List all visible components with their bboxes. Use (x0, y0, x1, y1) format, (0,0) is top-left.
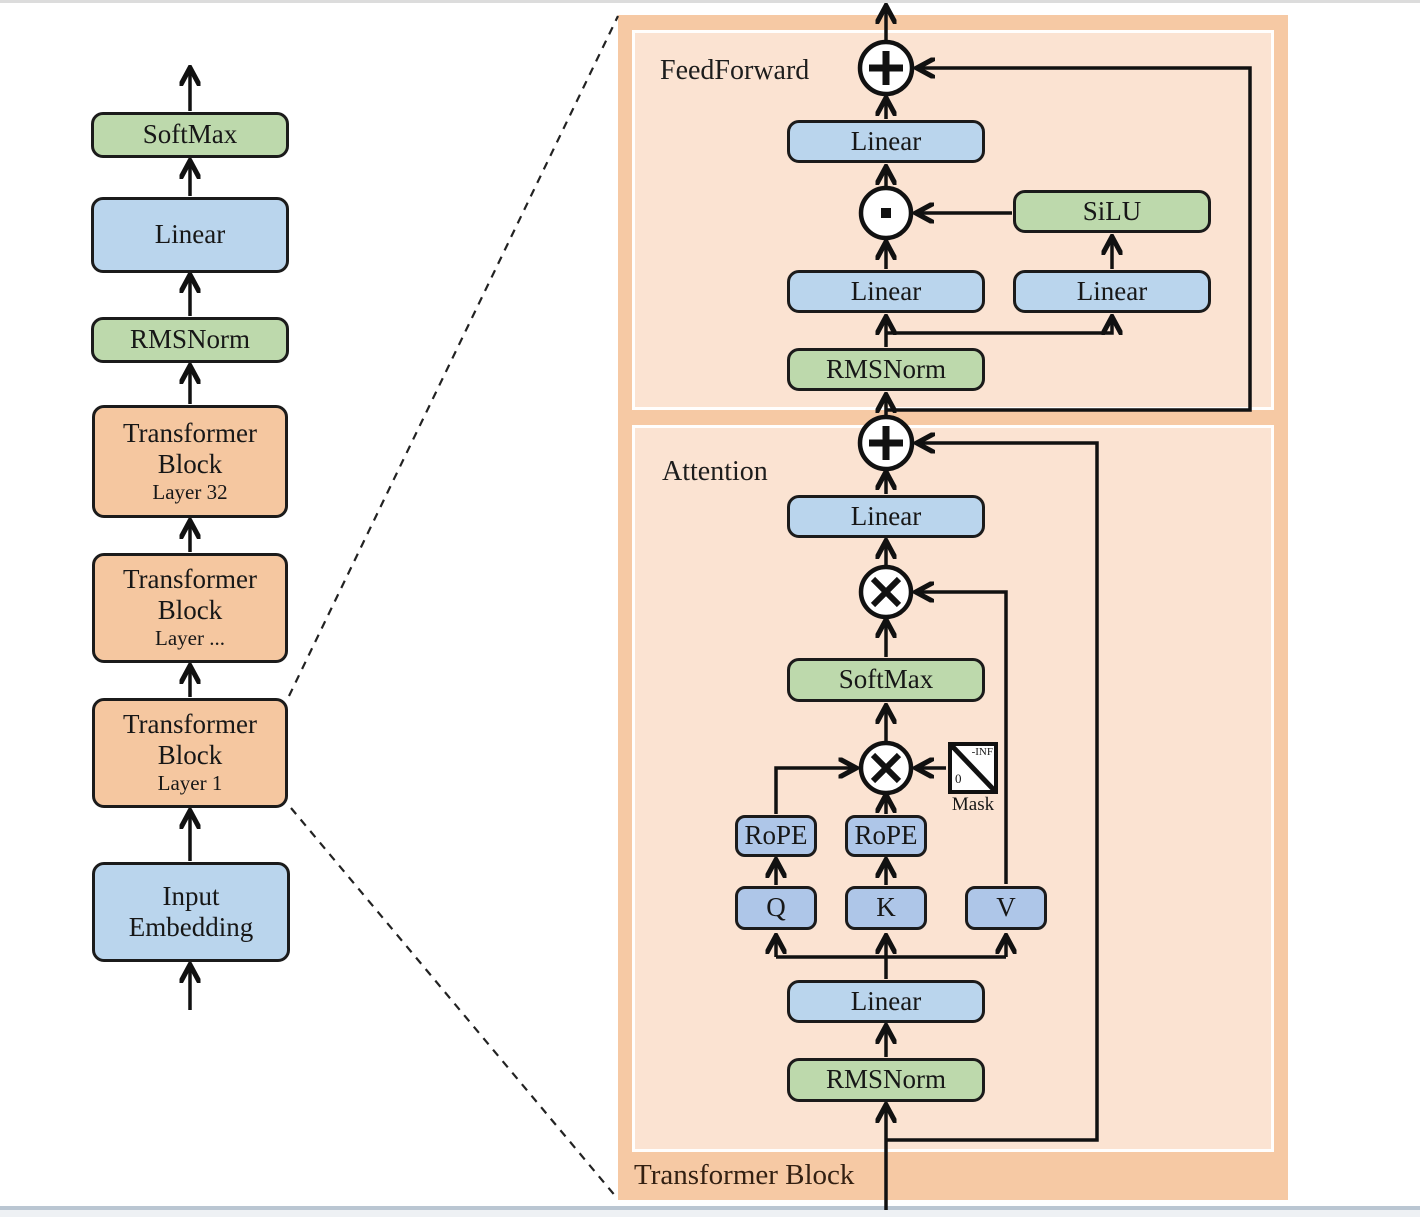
tbdots-layer: Layer ... (155, 626, 225, 651)
rope-k-label: RoPE (854, 820, 918, 851)
left-softmax-label: SoftMax (142, 119, 238, 150)
left-softmax-box: SoftMax (91, 112, 289, 158)
ff-linear-left-box: Linear (787, 270, 985, 313)
rope-k-box: RoPE (845, 815, 927, 857)
tb32-line2: Block (157, 448, 223, 479)
ff-linear-left-label: Linear (850, 275, 922, 306)
attn-rmsnorm-label: RMSNorm (825, 1064, 947, 1095)
ff-residual-line (886, 68, 1252, 412)
tbdots-line1: Transformer (123, 564, 257, 595)
branch-rmsnorm-to-linear-right (886, 319, 1112, 335)
ff-linear-right-label: Linear (1076, 275, 1148, 306)
ff-silu-box: SiLU (1013, 190, 1211, 233)
k-label: K (876, 892, 896, 923)
attn-linear-in-box: Linear (787, 980, 985, 1023)
feedforward-wires (886, 8, 1252, 416)
ff-rmsnorm-label: RMSNorm (825, 353, 947, 384)
ff-rmsnorm-box: RMSNorm (787, 348, 985, 391)
q-label: Q (766, 892, 786, 923)
tbdots-line2: Block (157, 595, 223, 626)
dashed-line-top (288, 15, 619, 697)
ff-linear-right-box: Linear (1013, 270, 1211, 313)
attn-add-icon (857, 414, 915, 472)
mask-diagonal (950, 744, 996, 792)
left-linear-box: Linear (91, 197, 289, 273)
bottom-border-line (0, 1206, 1420, 1210)
ropeq-to-matmul-line (774, 768, 854, 814)
attn-softmax-box: SoftMax (787, 658, 985, 702)
ff-linear-top-box: Linear (787, 120, 985, 163)
panel-title: Transformer Block (634, 1159, 855, 1191)
attn-linear-out-box: Linear (787, 495, 985, 538)
mask-icon: -INF 0 (948, 742, 998, 794)
left-rmsnorm-box: RMSNorm (91, 317, 289, 363)
transformer-block-32-box: Transformer Block Layer 32 (92, 405, 288, 518)
attn-rmsnorm-box: RMSNorm (787, 1058, 985, 1102)
transformer-block-dots-box: Transformer Block Layer ... (92, 553, 288, 663)
ff-silu-label: SiLU (1082, 195, 1142, 226)
zoom-dashed-lines (288, 15, 619, 1199)
tb1-line2: Block (157, 740, 223, 771)
attn-softmax-label: SoftMax (838, 664, 934, 695)
attn-matmul-sv-icon (858, 564, 914, 620)
v-box: V (965, 886, 1047, 930)
left-linear-label: Linear (154, 219, 226, 250)
dashed-line-bottom (290, 807, 618, 1199)
feedforward-label: FeedForward (660, 55, 810, 86)
attn-linear-out-label: Linear (850, 500, 922, 531)
mask-label: Mask (951, 794, 995, 815)
top-border-line (0, 0, 1420, 3)
attention-label: Attention (662, 456, 768, 487)
tb32-line1: Transformer (123, 417, 257, 448)
k-box: K (845, 886, 927, 930)
mask-neginf-label: -INF (971, 746, 993, 758)
tb1-layer: Layer 1 (157, 771, 223, 796)
input-line2: Embedding (128, 912, 254, 942)
v-label: V (996, 892, 1016, 923)
input-line1: Input (162, 880, 220, 911)
operator-nodes (857, 39, 915, 796)
tb32-layer: Layer 32 (152, 479, 228, 504)
attn-matmul-qk-icon (858, 740, 914, 796)
rope-q-box: RoPE (735, 815, 817, 857)
input-embedding-box: Input Embedding (92, 862, 290, 962)
ff-add-icon (857, 39, 915, 97)
q-box: Q (735, 886, 817, 930)
bottom-margin (0, 1210, 1420, 1217)
v-to-matmul-line (918, 592, 1008, 884)
tb1-line1: Transformer (123, 709, 257, 740)
rope-q-label: RoPE (744, 820, 808, 851)
ff-dot-icon (858, 185, 914, 241)
left-rmsnorm-label: RMSNorm (129, 324, 251, 355)
attn-linear-in-label: Linear (850, 985, 922, 1016)
attention-wires (774, 443, 1099, 1210)
ff-linear-top-label: Linear (850, 125, 922, 156)
mask-zero-label: 0 (955, 771, 962, 786)
transformer-block-1-box: Transformer Block Layer 1 (92, 698, 288, 808)
attention-residual-line (886, 443, 1099, 1142)
